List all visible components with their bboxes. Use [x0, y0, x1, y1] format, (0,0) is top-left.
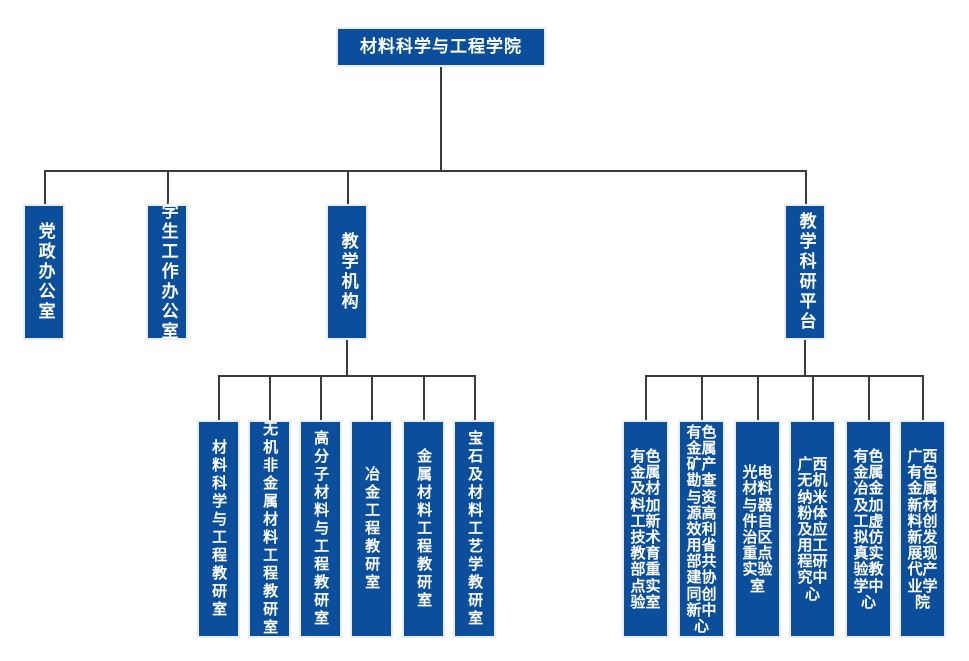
node-label: 广西有色金属新材料创新发展现代产业学院: [907, 447, 938, 611]
connector-root-stem: [440, 67, 442, 171]
node-unit-metal-materials-engineering[interactable]: 金属材料工程教研室: [402, 420, 445, 638]
node-label: 教学科研平台: [795, 212, 816, 332]
node-platform-moe-key-lab[interactable]: 有色金属及材料加工新技术教育部重点实验室: [622, 420, 669, 638]
node-label: 党政办公室: [34, 222, 55, 322]
node-label: 高分子材料与工程教研室: [312, 430, 331, 628]
connector-drop-platform-2: [757, 375, 759, 420]
node-label: 无机非金属材料工程教研室: [261, 421, 280, 637]
node-platform-virtual-simulation-center[interactable]: 有色金属冶金及加工虚拟仿真实验教学中心: [845, 420, 892, 638]
connector-teaching-bus: [218, 375, 475, 377]
node-unit-inorganic-nonmetallic[interactable]: 无机非金属材料工程教研室: [248, 420, 291, 638]
connector-drop-platform: [805, 170, 807, 204]
node-platform-collaborative-innovation-center[interactable]: 有色金属矿产勘查与资源高效利用省部共建协同创新中心: [678, 420, 725, 638]
node-label: 冶金工程教研室: [363, 466, 382, 592]
node-label: 广西无机纳米粉体及应用工程研究中心: [797, 455, 828, 603]
node-office-party-admin[interactable]: 党政办公室: [23, 204, 65, 340]
node-unit-materials-science-engineering[interactable]: 材料科学与工程教研室: [197, 420, 240, 638]
node-label: 学生工作办公室: [157, 202, 178, 342]
node-label: 宝石及材料工艺学教研室: [466, 430, 485, 628]
node-platform-optoelectronic-key-lab[interactable]: 光电材料与器件自治区重点实验室: [734, 420, 781, 638]
node-label: 金属材料工程教研室: [415, 448, 434, 610]
node-label: 教学机构: [337, 232, 358, 312]
node-label: 光电材料与器件自治区重点实验室: [742, 463, 773, 595]
node-platform-modern-industry-college[interactable]: 广西有色金属新材料创新发展现代产业学院: [899, 420, 946, 638]
connector-level2-bus: [44, 170, 807, 172]
connector-teaching-stem: [346, 340, 348, 376]
connector-drop-platform-5: [922, 375, 924, 420]
connector-drop-unit-2: [320, 375, 322, 420]
connector-drop-unit-0: [218, 375, 220, 420]
connector-drop-office-party: [44, 170, 46, 204]
connector-drop-platform-3: [812, 375, 814, 420]
node-branch-research-platforms[interactable]: 教学科研平台: [784, 204, 826, 340]
node-label: 有色金属冶金及加工虚拟仿真实验教学中心: [853, 447, 884, 611]
connector-drop-unit-4: [423, 375, 425, 420]
connector-drop-platform-0: [645, 375, 647, 420]
connector-platform-bus: [645, 375, 923, 377]
connector-platform-stem: [804, 340, 806, 376]
node-unit-metallurgical-engineering[interactable]: 冶金工程教研室: [350, 420, 393, 638]
node-platform-nano-powder-research-center[interactable]: 广西无机纳米粉体及应用工程研究中心: [789, 420, 836, 638]
node-branch-teaching-units[interactable]: 教学机构: [326, 204, 368, 340]
node-label: 有色金属及材料加工新技术教育部重点实验室: [630, 447, 661, 611]
node-label: 材料科学与工程学院: [360, 36, 522, 57]
node-unit-polymer-materials[interactable]: 高分子材料与工程教研室: [299, 420, 342, 638]
connector-drop-teaching: [347, 170, 349, 204]
node-unit-gemstone-materials-technology[interactable]: 宝石及材料工艺学教研室: [453, 420, 496, 638]
connector-drop-unit-5: [474, 375, 476, 420]
connector-drop-office-student: [167, 170, 169, 204]
connector-drop-platform-1: [701, 375, 703, 420]
connector-drop-unit-1: [269, 375, 271, 420]
connector-drop-platform-4: [868, 375, 870, 420]
node-root-college[interactable]: 材料科学与工程学院: [336, 27, 546, 67]
node-office-student-affairs[interactable]: 学生工作办公室: [146, 202, 188, 342]
node-label: 有色金属矿产勘查与资源高效利用省部共建协同创新中心: [686, 422, 717, 636]
connector-drop-unit-3: [371, 375, 373, 420]
node-label: 材料科学与工程教研室: [210, 439, 229, 619]
